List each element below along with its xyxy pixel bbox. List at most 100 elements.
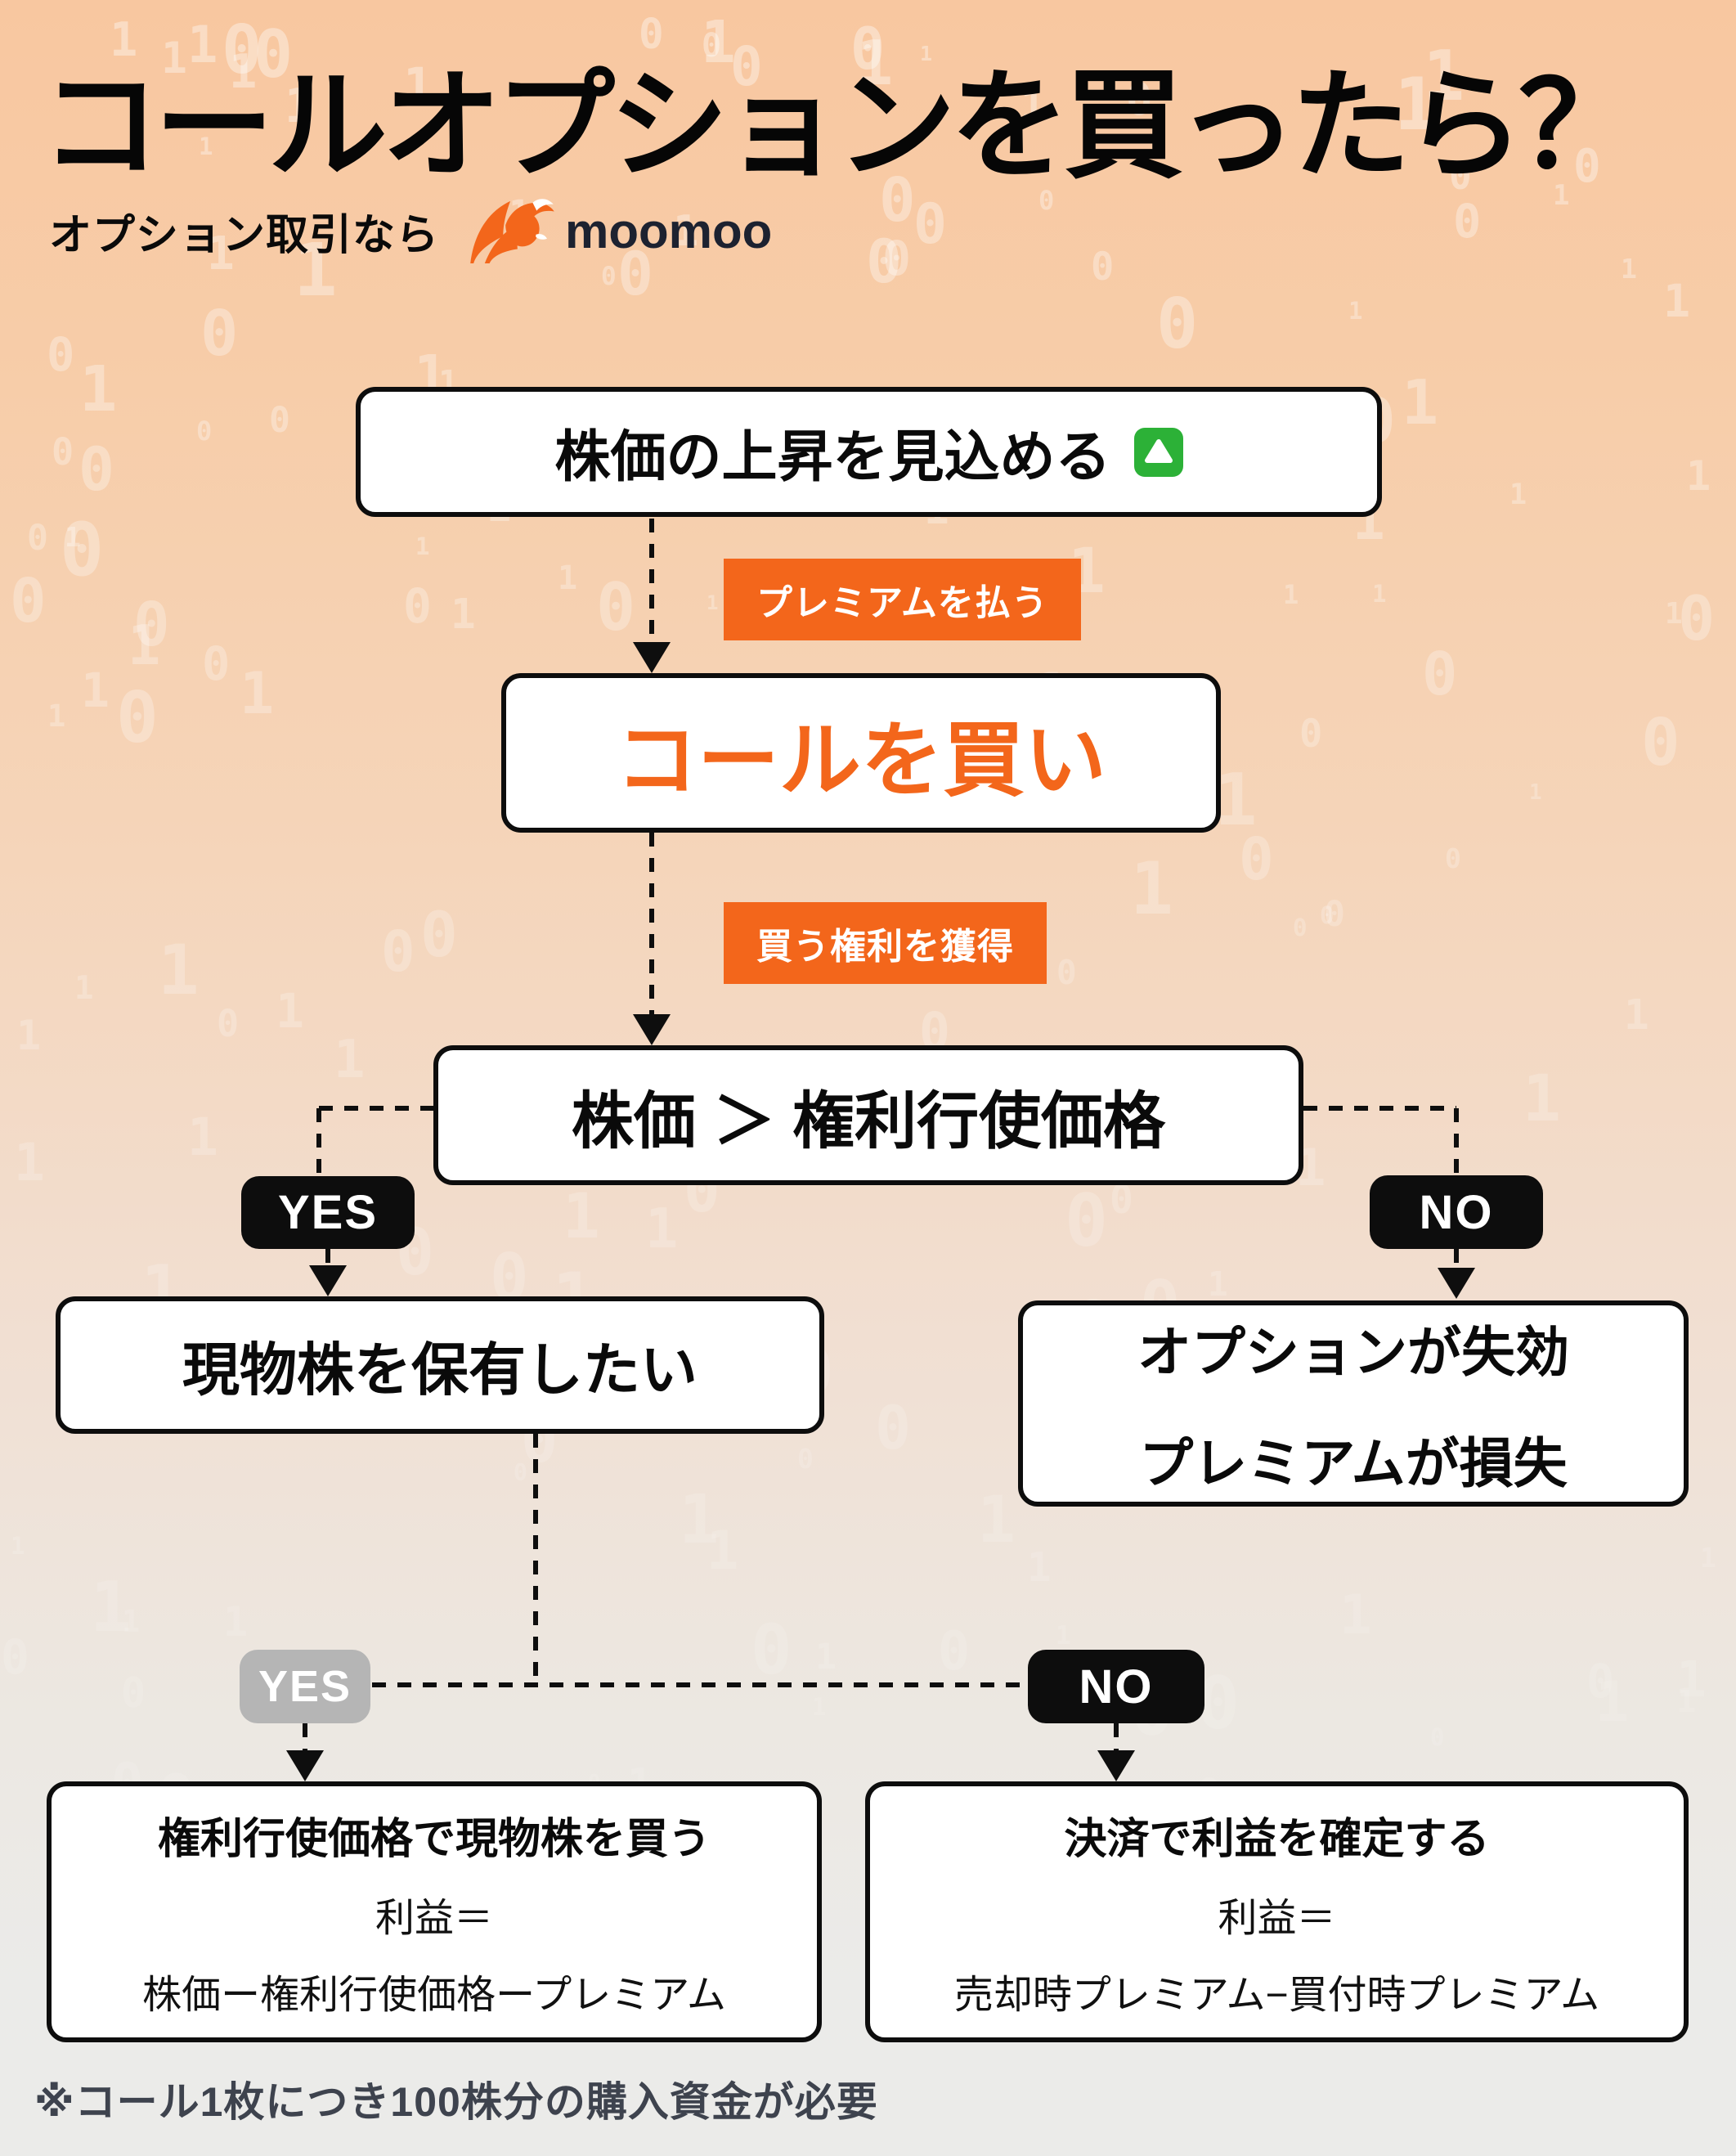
binary-digit: 1 [1283,579,1299,610]
binary-digit: 0 [133,590,170,660]
exercise-title: 権利行使価格で現物株を買う [157,1816,711,1863]
binary-digit: 1 [1686,452,1711,500]
binary-digit: 0 [596,569,636,645]
binary-digit: 1 [451,591,476,639]
binary-digit: 1 [74,970,94,1007]
up-triangle-icon [1133,427,1183,477]
brand-wordmark: moomoo [565,203,773,258]
binary-digit: 0 [882,231,911,286]
binary-digit: 1 [1663,275,1691,327]
page-title: コールオプションを買ったら？ [41,59,1638,192]
subtitle-row: オプション取引なら moomoo [49,196,772,265]
binary-digit: 0 [1065,1179,1108,1263]
connector-left-horizontal [319,1106,433,1111]
binary-digit: 1 [1372,580,1387,608]
binary-digit: 0 [1,1629,29,1685]
binary-digit: 1 [707,1520,739,1582]
flow-line-1 [649,519,654,643]
flow-box-condition-label: 株価 ＞ 権利行使価格 [571,1086,1166,1157]
binary-digit: 0 [875,1394,911,1463]
flow-box-expect-rise: 株価の上昇を見込める [356,387,1382,517]
flow-arrow-2 [633,1014,671,1045]
binary-digit: 0 [1299,712,1323,757]
exercise-profit-label: 利益＝ [375,1897,493,1940]
binary-digit: 1 [223,1598,249,1646]
yes1-line [325,1249,330,1267]
binary-digit: 1 [1402,366,1439,438]
binary-digit: 0 [866,227,902,297]
binary-digit: 1 [1339,1583,1372,1646]
binary-digit: 1 [707,591,719,614]
flow-box-buy-call-label: コールを買い [616,715,1106,806]
flow-box-condition: 株価 ＞ 権利行使価格 [433,1045,1303,1185]
flow-box-settle: 決済で利益を確定する 利益＝ 売却時プレミアム−買付時プレミアム [865,1781,1689,2042]
binary-digit: 0 [403,578,432,634]
binary-digit: 1 [276,983,304,1039]
option-expires-line1: オプションが失効 [1137,1322,1569,1382]
flow-arrow-1 [633,642,671,673]
settle-title: 決済で利益を確定する [1064,1816,1490,1863]
brand-logo: moomoo [469,196,772,265]
flow-box-hold-stock-label: 現物株を保有したい [182,1337,698,1402]
binary-digit: 1 [1676,1682,1697,1720]
binary-digit: 1 [1027,1544,1052,1591]
binary-digit: 0 [751,1610,792,1690]
binary-digit: 0 [121,1669,146,1717]
exercise-formula: 株価ー権利行使価格ープレミアム [142,1974,726,2017]
binary-digit: 0 [381,919,415,985]
binary-digit: 0 [938,1621,971,1682]
binary-digit: 1 [1529,780,1542,805]
binary-digit: 1 [47,698,66,734]
binary-digit: 0 [1445,842,1461,874]
binary-digit: 1 [977,1484,1016,1557]
connector-right-horizontal [1303,1106,1456,1111]
footnote: ※コール1枚につき100株分の購入資金が必要 [34,2079,878,2125]
binary-digit: 1 [90,1567,132,1648]
badge-no-2: NO [1028,1650,1204,1723]
binary-digit: 1 [679,1481,720,1559]
binary-digit: 1 [1509,478,1527,511]
binary-digit: 1 [128,613,161,677]
page-subtitle: オプション取引なら [49,211,440,259]
binary-digit: 1 [81,663,110,718]
binary-digit: 0 [601,262,617,291]
moomoo-bull-icon [470,199,554,264]
badge-yes-1: YES [241,1176,415,1249]
binary-digit: 0 [1320,901,1335,929]
binary-digit: 1 [240,660,275,727]
option-expires-line2: プレミアムが損失 [1139,1433,1568,1493]
no2-arrow [1097,1750,1135,1781]
binary-digit: 0 [420,898,458,971]
binary-digit: 1 [1595,1670,1629,1735]
binary-digit: 0 [202,637,231,691]
binary-digit: 1 [334,1030,366,1090]
binary-digit: 0 [217,1002,240,1045]
badge-no-1: NO [1370,1175,1543,1249]
binary-digit: 0 [200,298,239,371]
binary-digit: 0 [1422,640,1458,708]
binary-digit: 1 [1665,597,1683,631]
binary-digit: 0 [1324,894,1345,935]
settle-formula: 売却時プレミアム−買付時プレミアム [953,1974,1600,2017]
no1-arrow [1438,1268,1475,1299]
binary-digit: 1 [415,532,430,560]
binary-digit: 1 [1624,991,1649,1040]
branch2-horizontal-line [372,1682,1028,1687]
badge-yes-2: YES [240,1650,370,1723]
binary-digit: 1 [1208,1264,1228,1304]
flow-box-expect-label: 株価の上昇を見込める [554,426,1111,488]
binary-digit: 0 [1453,195,1482,249]
binary-digit: 0 [1586,1655,1615,1709]
binary-digit: 0 [10,566,47,636]
binary-digit: 1 [1700,1542,1716,1574]
binary-digit: 1 [1348,297,1363,325]
binary-digit: 0 [1156,284,1199,365]
binary-digit: 0 [514,1458,527,1485]
label-acquire-right: 買う権利を獲得 [724,902,1047,984]
binary-digit: 1 [1523,1062,1561,1136]
binary-digit: 1 [1130,847,1173,931]
yes1-arrow [309,1265,347,1296]
label-pay-premium: プレミアムを払う [724,559,1081,640]
binary-digit: 1 [815,1637,837,1678]
binary-digit: 0 [1056,953,1077,992]
